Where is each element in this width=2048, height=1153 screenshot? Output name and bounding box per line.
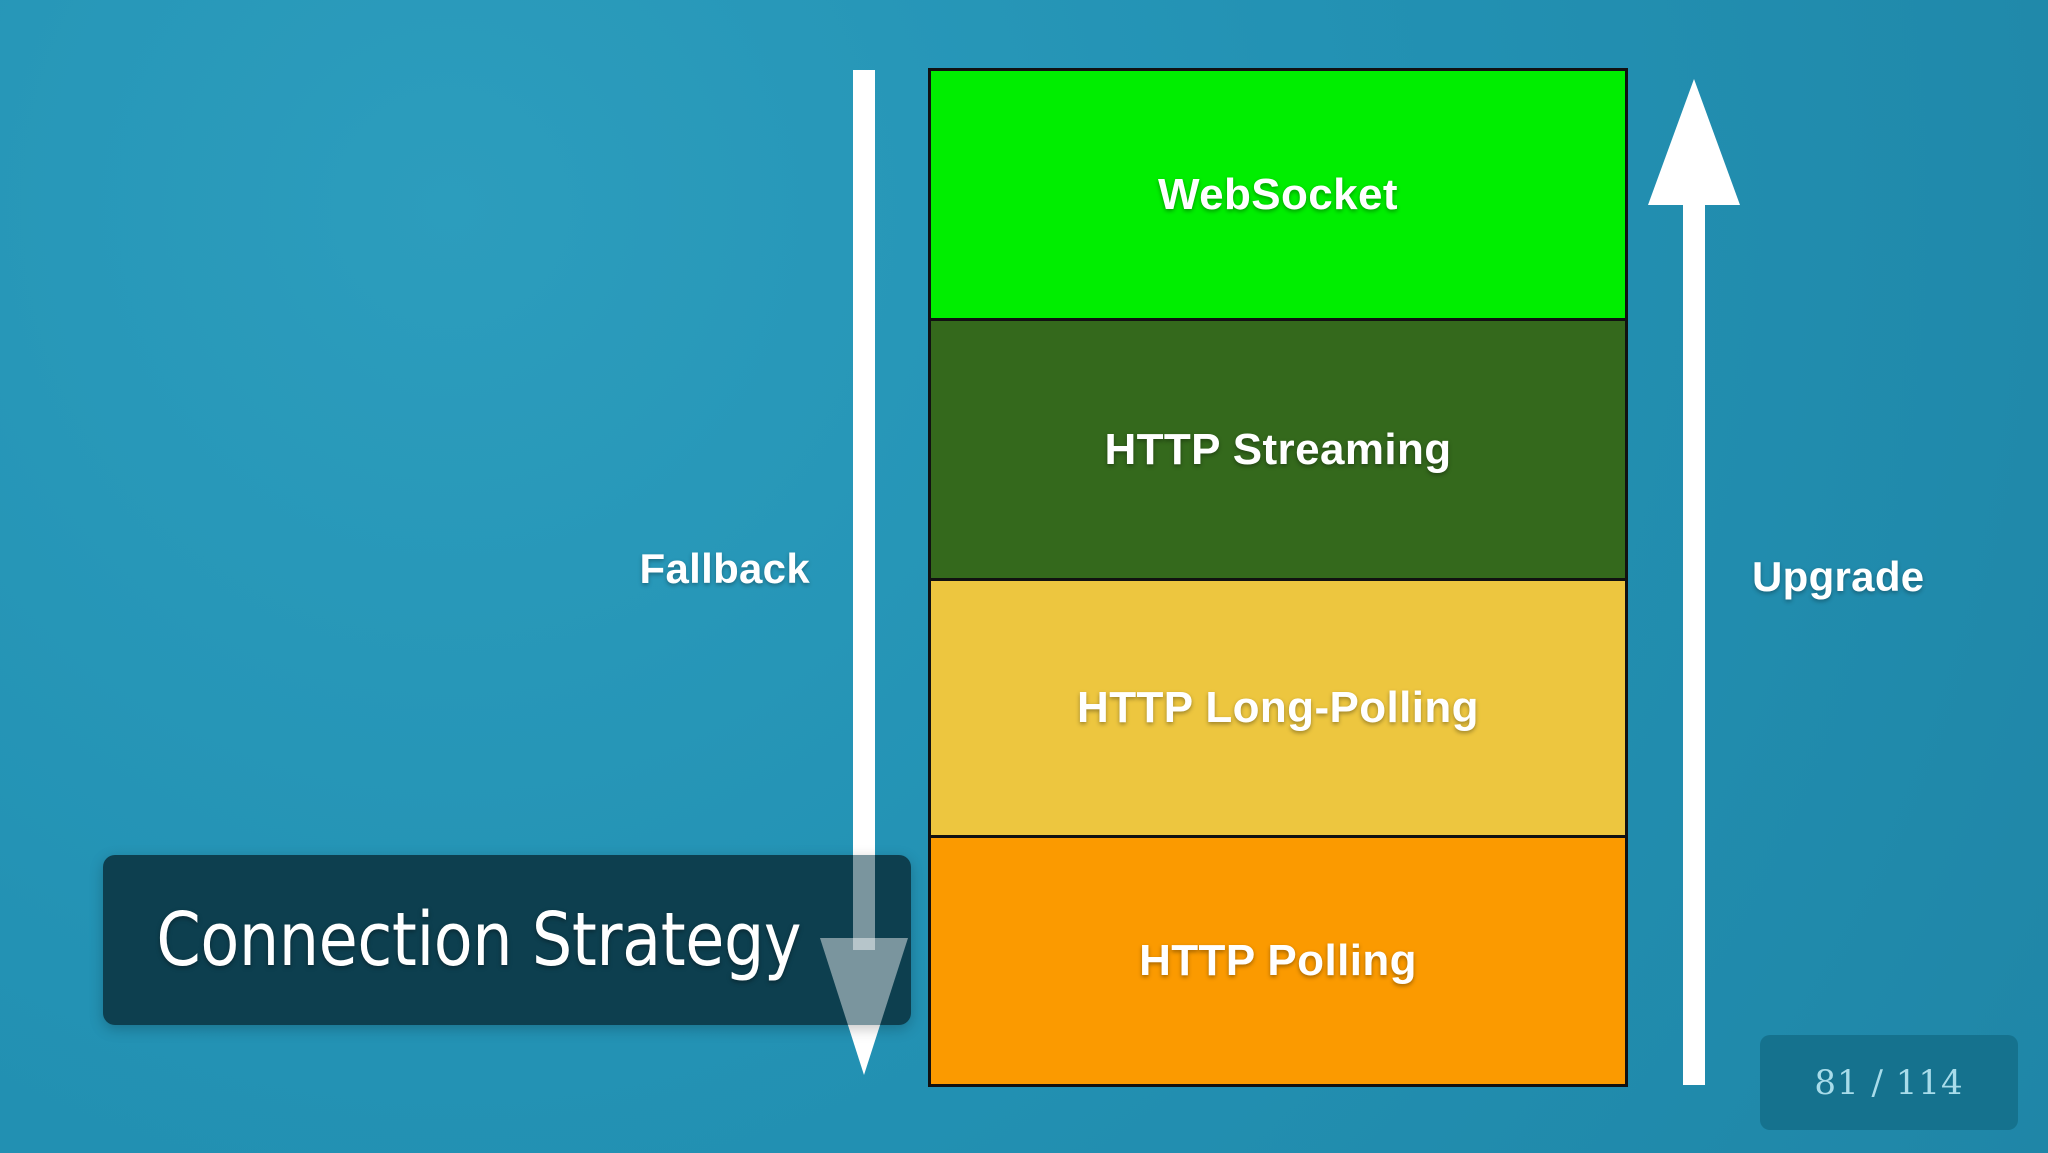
- stack-block-label: WebSocket: [1158, 169, 1398, 219]
- slide-counter-text: 81 / 114: [1814, 1062, 1964, 1103]
- stack-block-label: HTTP Long-Polling: [1077, 683, 1479, 732]
- stack-block-label: HTTP Polling: [1139, 936, 1417, 985]
- stack-block-websocket[interactable]: WebSocket: [928, 68, 1628, 318]
- upgrade-label: Upgrade: [1752, 553, 1925, 600]
- page-title: Connection Strategy: [156, 897, 802, 983]
- stack-block-http-long-polling[interactable]: HTTP Long-Polling: [928, 578, 1628, 835]
- stack-block-http-streaming[interactable]: HTTP Streaming: [928, 318, 1628, 578]
- protocol-stack: WebSocket HTTP Streaming HTTP Long-Polli…: [928, 68, 1628, 1087]
- fallback-label: Fallback: [639, 545, 810, 592]
- stack-block-label: HTTP Streaming: [1104, 424, 1452, 474]
- slide-counter[interactable]: 81 / 114: [1760, 1035, 2018, 1130]
- title-plate: Connection Strategy: [103, 855, 911, 1025]
- stack-block-http-polling[interactable]: HTTP Polling: [928, 835, 1628, 1087]
- upgrade-arrow: [1634, 75, 1760, 1085]
